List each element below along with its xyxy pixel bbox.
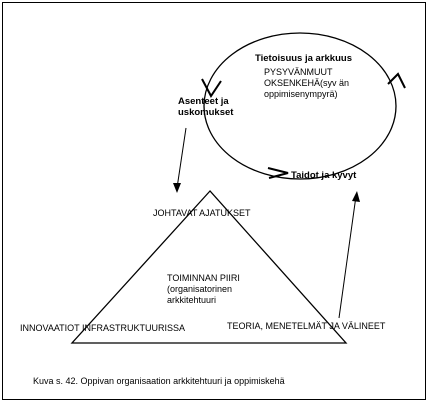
cycle-label-awareness: Tietoisuus ja arkkuus [255, 53, 352, 64]
figure-caption: Kuva s. 42. Oppivan organisaation arkkit… [33, 376, 285, 386]
arrow-line-attitudes-to-triangle [176, 127, 187, 189]
cycle-label-attitudes: Asenteet ja uskomukset [178, 96, 234, 118]
learning-cycle-circle [203, 32, 397, 180]
cycle-arrowhead-right [387, 72, 406, 89]
architecture-triangle [70, 190, 348, 344]
triangle-left-label: INNOVAATIOT INFRASTRUKTUURISSA [20, 323, 186, 333]
triangle-top-label: JOHTAVAT AJATUKSET [153, 208, 251, 218]
triangle-center-label: TOIMINNAN PIIRI (organisatorinen arkkite… [167, 273, 240, 305]
cycle-arrowhead-bottom [267, 167, 289, 179]
arrow-line-theory-to-skills [338, 195, 357, 319]
arrowhead-theory-to-skills [352, 191, 360, 202]
cycle-arrowhead-left [201, 78, 222, 98]
cycle-inner-label: PYSYVÄNMUUT OKSENKEHÄ(syv än oppimisenym… [264, 67, 350, 99]
triangle-right-label: TEORIA, MENETELMÄT JA VÄLINEET [227, 321, 386, 331]
arrowhead-attitudes-to-triangle [173, 183, 181, 193]
figure-frame [2, 2, 426, 400]
cycle-label-skills: Taidot ja kyvyt [291, 170, 357, 181]
